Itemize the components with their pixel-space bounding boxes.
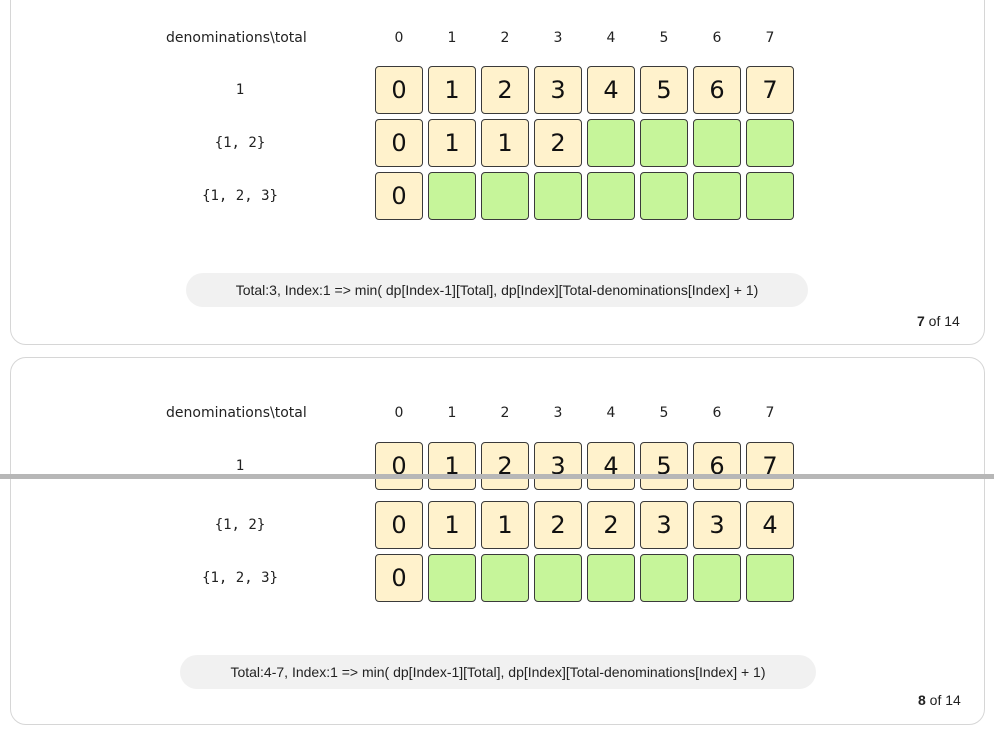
slide-counter-current: 8 [918, 692, 926, 708]
dp-cell: 1 [428, 501, 476, 549]
column-header: 1 [447, 405, 457, 421]
dp-cell: 6 [693, 66, 741, 114]
slide-counter-current: 7 [917, 313, 925, 329]
dp-cell: 0 [375, 554, 423, 602]
dp-cell: 0 [375, 442, 423, 490]
dp-cell: 2 [534, 119, 582, 167]
dp-cell [693, 554, 741, 602]
dp-cell: 7 [746, 442, 794, 490]
dp-cell [746, 554, 794, 602]
step-caption: Total:3, Index:1 => min( dp[Index-1][Tot… [186, 273, 808, 307]
dp-cell: 0 [375, 172, 423, 220]
dp-cell [534, 172, 582, 220]
row-label: {1, 2, 3} [202, 570, 278, 586]
row-label: {1, 2, 3} [202, 188, 278, 204]
dp-cell: 1 [481, 501, 529, 549]
dp-cell [640, 172, 688, 220]
step-caption: Total:4-7, Index:1 => min( dp[Index-1][T… [180, 655, 816, 689]
corner-label: denominations\total [166, 405, 307, 421]
dp-cell: 4 [746, 501, 794, 549]
row-label: 1 [235, 458, 245, 474]
dp-cell [693, 119, 741, 167]
dp-cell: 3 [534, 66, 582, 114]
column-header: 5 [659, 405, 669, 421]
column-header: 6 [712, 30, 722, 46]
column-header: 7 [765, 30, 775, 46]
dp-cell: 1 [428, 66, 476, 114]
dp-cell: 2 [481, 66, 529, 114]
dp-cell: 5 [640, 66, 688, 114]
row-label: {1, 2} [214, 135, 266, 151]
dp-cell [587, 554, 635, 602]
dp-cell [693, 172, 741, 220]
column-header: 2 [500, 405, 510, 421]
dp-cell: 4 [587, 442, 635, 490]
dp-cell: 5 [640, 442, 688, 490]
column-header: 3 [553, 405, 563, 421]
dp-cell: 1 [481, 119, 529, 167]
column-header: 6 [712, 405, 722, 421]
column-header: 3 [553, 30, 563, 46]
dp-cell: 0 [375, 119, 423, 167]
dp-cell: 0 [375, 66, 423, 114]
dp-cell: 2 [534, 501, 582, 549]
dp-cell [428, 172, 476, 220]
dp-cell: 2 [481, 442, 529, 490]
dp-cell [640, 554, 688, 602]
column-header: 0 [394, 30, 404, 46]
dp-cell: 6 [693, 442, 741, 490]
dp-cell: 1 [428, 119, 476, 167]
slide-counter-total: of 14 [924, 313, 960, 329]
dp-cell [746, 172, 794, 220]
row-label: {1, 2} [214, 517, 266, 533]
corner-label: denominations\total [166, 30, 307, 46]
dp-cell [481, 172, 529, 220]
dp-cell: 1 [428, 442, 476, 490]
column-header: 7 [765, 405, 775, 421]
column-header: 5 [659, 30, 669, 46]
horizontal-divider [0, 474, 994, 479]
dp-cell: 3 [640, 501, 688, 549]
column-header: 0 [394, 405, 404, 421]
row-label: 1 [235, 82, 245, 98]
dp-cell [534, 554, 582, 602]
dp-cell [587, 172, 635, 220]
dp-cell [746, 119, 794, 167]
dp-cell [640, 119, 688, 167]
dp-cell: 3 [534, 442, 582, 490]
slide-counter: 7 of 14 [917, 313, 960, 329]
dp-cell [481, 554, 529, 602]
column-header: 1 [447, 30, 457, 46]
slide-counter-total: of 14 [925, 692, 961, 708]
slide-counter: 8 of 14 [918, 692, 961, 708]
dp-cell: 2 [587, 501, 635, 549]
dp-cell: 4 [587, 66, 635, 114]
dp-cell: 3 [693, 501, 741, 549]
column-header: 4 [606, 405, 616, 421]
dp-cell: 0 [375, 501, 423, 549]
dp-cell [587, 119, 635, 167]
column-header: 2 [500, 30, 510, 46]
dp-cell: 7 [746, 66, 794, 114]
dp-cell [428, 554, 476, 602]
column-header: 4 [606, 30, 616, 46]
